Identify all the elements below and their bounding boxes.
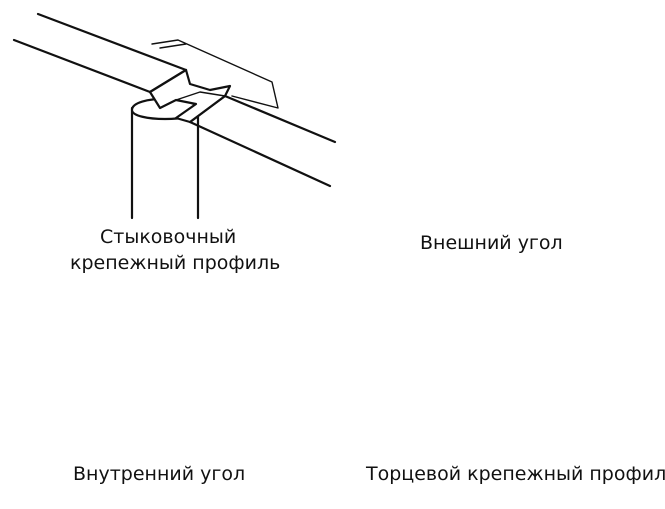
butt-joint-illustration	[12, 12, 337, 220]
caption-end-profile: Торцевой крепежный профиль	[366, 463, 665, 485]
caption-butt-profile-line2: крепежный профиль	[70, 252, 281, 274]
caption-inner-corner: Внутренний угол	[73, 463, 246, 485]
caption-outer-corner: Внешний угол	[420, 232, 563, 254]
caption-butt-profile-line1: Стыковочный	[100, 226, 237, 248]
